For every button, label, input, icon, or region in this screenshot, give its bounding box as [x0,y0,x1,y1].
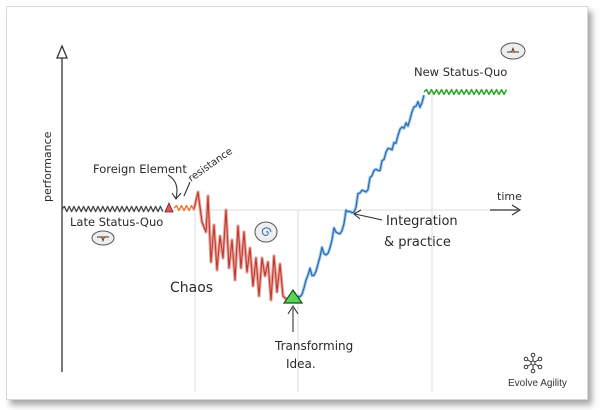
foreign-element-label: Foreign Element [93,162,187,176]
spiral-icon [254,221,278,243]
y-axis-arrow [56,44,68,59]
transforming-idea-arrowhead [287,304,299,315]
new-status-quo-label: New Status-Quo [414,65,507,79]
resistance-curve [173,204,195,212]
balance-icon-late [91,230,115,246]
chaos-curve [193,191,288,301]
curves [61,88,508,302]
y-axis-label: performance [41,131,54,202]
late-status-quo-curve [61,205,164,213]
resistance-arrow [183,181,191,197]
network-star-icon [523,352,543,374]
integration-arrowhead [353,209,362,220]
new-status-quo-curve [423,88,508,96]
foreign-element-icon [164,202,174,213]
integration-arrow [354,213,383,221]
chaos-label: Chaos [170,280,213,296]
foreign-element-arrowhead [171,192,182,200]
balance-icon-new [500,42,526,60]
time-arrow [490,204,522,216]
integration-label-line1: Integration [386,214,458,229]
integration-label-line2: & practice [384,235,451,250]
brand-name: Evolve Agility [508,378,567,389]
transforming-idea-icon [282,288,304,304]
resistance-label: resistance [186,146,234,184]
late-status-quo-label: Late Status-Quo [70,215,163,229]
transforming-idea-label-line2: Idea. [286,357,316,371]
transforming-idea-label-line1: Transforming [274,339,353,353]
integration-curve [297,95,425,298]
x-axis-label: time [497,190,522,203]
foreign-element-arrow [167,174,178,199]
diagram-card [6,6,588,400]
